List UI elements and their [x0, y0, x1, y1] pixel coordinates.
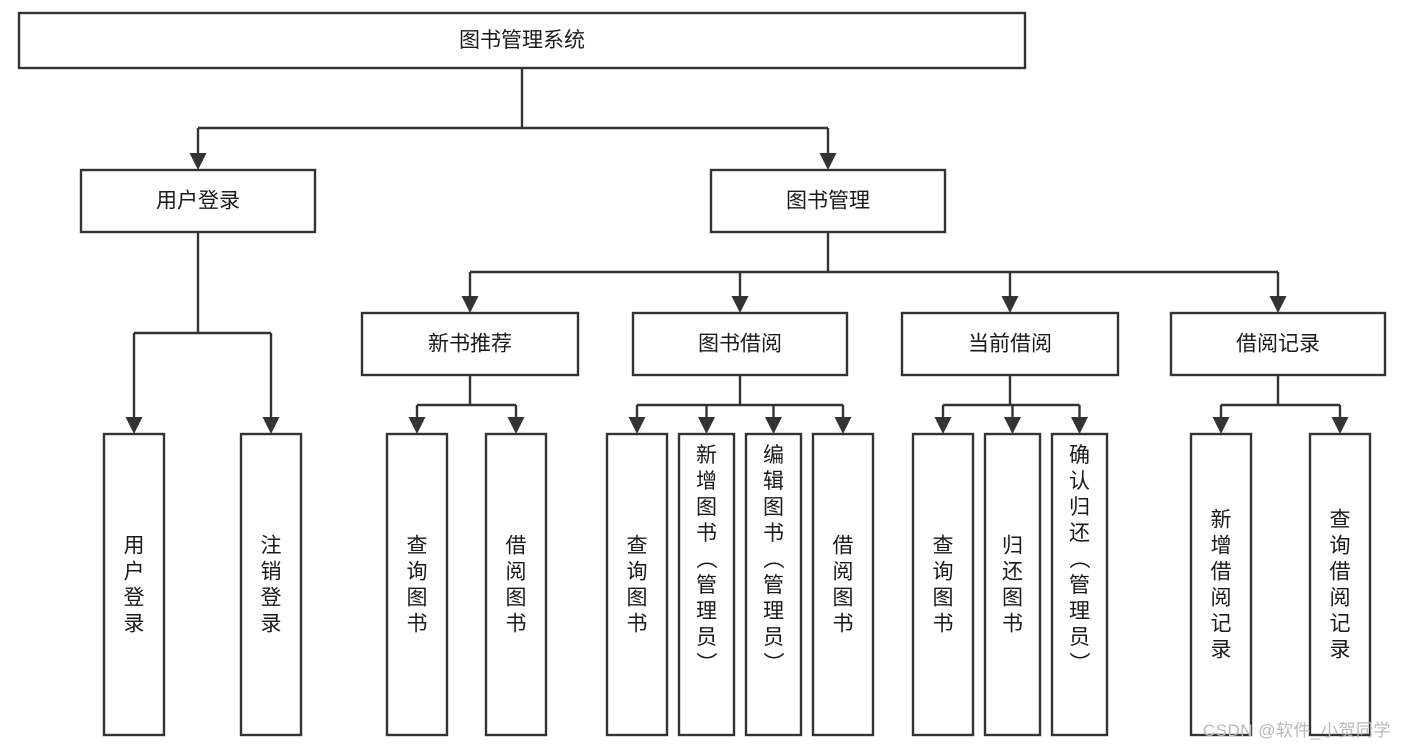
node-box-rect[interactable]: [744, 432, 803, 737]
node-leaf-10[interactable]: 确认归还（管理员）: [1050, 432, 1109, 737]
node-box-rect[interactable]: [79, 168, 317, 234]
arrow-head-icon: [934, 417, 952, 434]
node-box-rect[interactable]: [239, 432, 303, 737]
node-box-rect[interactable]: [17, 11, 1027, 70]
node-label: 用户登录: [156, 190, 240, 213]
node-box-rect[interactable]: [385, 432, 449, 737]
node-box-rect[interactable]: [983, 432, 1042, 737]
node-label: 借阅记录: [1236, 333, 1320, 356]
node-leaf-3[interactable]: 借阅图书: [484, 432, 548, 737]
node-box-rect[interactable]: [1308, 432, 1372, 737]
arrow-head-icon: [262, 417, 280, 434]
node-level2-0[interactable]: 用户登录: [79, 168, 317, 234]
node-box-rect[interactable]: [631, 311, 849, 377]
arrow-head-icon: [125, 417, 143, 434]
arrow-head-icon: [834, 417, 852, 434]
node-label: 注销登录: [261, 535, 282, 636]
arrow-head-icon: [1269, 296, 1287, 313]
node-label: 查询图书: [627, 535, 648, 636]
node-box-rect[interactable]: [1050, 432, 1109, 737]
node-level3-2[interactable]: 当前借阅: [900, 311, 1120, 377]
node-leaf-7[interactable]: 借阅图书: [811, 432, 875, 737]
node-box-rect[interactable]: [677, 432, 736, 737]
node-leaf-6[interactable]: 编辑图书（管理员）: [744, 432, 803, 737]
node-label: 用户登录: [124, 535, 145, 636]
arrow-head-icon: [1001, 296, 1019, 313]
node-level2-1[interactable]: 图书管理: [709, 168, 947, 234]
node-label: 图书借阅: [698, 333, 782, 356]
node-label: 新增借阅记录: [1211, 509, 1232, 662]
arrow-head-icon: [1004, 417, 1021, 434]
arrow-head-icon: [1212, 417, 1230, 434]
node-leaf-11[interactable]: 新增借阅记录: [1189, 432, 1253, 737]
node-leaf-0[interactable]: 用户登录: [102, 432, 166, 737]
arrow-head-icon: [189, 153, 207, 170]
node-leaf-9[interactable]: 归还图书: [983, 432, 1042, 737]
node-level3-3[interactable]: 借阅记录: [1169, 311, 1387, 377]
watermark-text: CSDN @软件_小贺同学: [1202, 721, 1391, 740]
node-label: 当前借阅: [968, 333, 1052, 356]
node-leaf-2[interactable]: 查询图书: [385, 432, 449, 737]
node-label: 借阅图书: [833, 535, 854, 636]
node-leaf-1[interactable]: 注销登录: [239, 432, 303, 737]
node-boxes: 图书管理系统用户登录图书管理新书推荐图书借阅当前借阅借阅记录用户登录注销登录查询…: [17, 11, 1387, 737]
node-label: 图书管理: [786, 190, 870, 213]
node-leaf-8[interactable]: 查询图书: [911, 432, 975, 737]
node-box-rect[interactable]: [484, 432, 548, 737]
node-leaf-5[interactable]: 新增图书（管理员）: [677, 432, 736, 737]
node-label: 归还图书: [1002, 535, 1023, 636]
node-label: 确认归还（管理员）: [1069, 444, 1091, 675]
node-level3-0[interactable]: 新书推荐: [360, 311, 580, 377]
node-box-rect[interactable]: [709, 168, 947, 234]
arrow-head-icon: [819, 153, 837, 170]
node-level3-1[interactable]: 图书借阅: [631, 311, 849, 377]
connector-edges: [125, 68, 1349, 434]
node-leaf-4[interactable]: 查询图书: [605, 432, 669, 737]
node-label: 图书管理系统: [459, 29, 585, 52]
node-label: 新增图书（管理员）: [696, 444, 718, 675]
node-box-rect[interactable]: [1189, 432, 1253, 737]
node-label: 借阅图书: [506, 535, 527, 636]
arrow-head-icon: [1071, 417, 1088, 434]
node-box-rect[interactable]: [811, 432, 875, 737]
node-box-rect[interactable]: [605, 432, 669, 737]
node-box-rect[interactable]: [1169, 311, 1387, 377]
arrow-head-icon: [628, 417, 646, 434]
node-box-rect[interactable]: [900, 311, 1120, 377]
node-label: 查询图书: [933, 535, 954, 636]
node-box-rect[interactable]: [360, 311, 580, 377]
arrow-head-icon: [507, 417, 525, 434]
node-root-0[interactable]: 图书管理系统: [17, 11, 1027, 70]
arrow-head-icon: [698, 417, 715, 434]
node-box-rect[interactable]: [102, 432, 166, 737]
arrow-head-icon: [461, 296, 479, 313]
node-label: 新书推荐: [428, 333, 512, 356]
arrow-head-icon: [731, 296, 749, 313]
arrow-head-icon: [1331, 417, 1349, 434]
node-label: 查询图书: [407, 535, 428, 636]
node-label: 查询借阅记录: [1330, 509, 1351, 662]
arrow-head-icon: [765, 417, 782, 434]
node-label: 编辑图书（管理员）: [763, 444, 785, 675]
node-box-rect[interactable]: [911, 432, 975, 737]
arrow-head-icon: [408, 417, 426, 434]
node-leaf-12[interactable]: 查询借阅记录: [1308, 432, 1372, 737]
